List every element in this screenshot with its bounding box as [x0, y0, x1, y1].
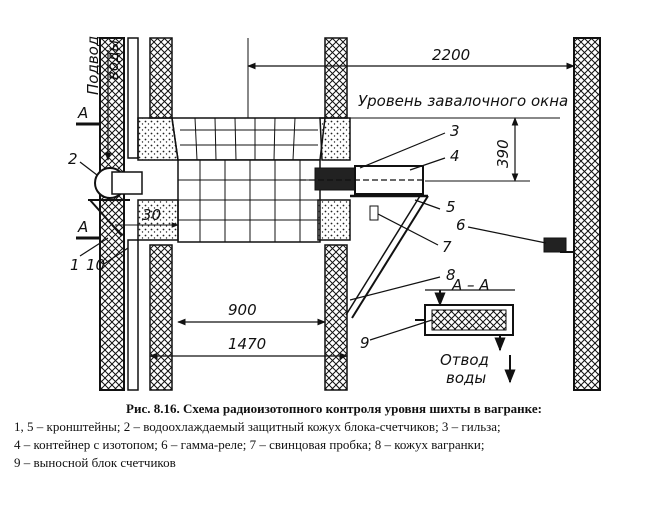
dim-900: 900 [228, 301, 257, 319]
caption-line-2: 4 – контейнер с изотопом; 6 – гамма-реле… [14, 437, 485, 452]
remote-counter-block [415, 289, 515, 352]
water-in-label-1: Подвод [84, 36, 102, 95]
gamma-relay [467, 226, 574, 253]
callout-4: 4 [450, 147, 460, 165]
cupola-diagram: Подвод воды Уровень завалочного окна 220… [68, 36, 601, 391]
dim-30: 30 [142, 206, 161, 224]
callout-10: 10 [86, 256, 105, 274]
callout-6: 6 [456, 216, 466, 234]
isotope-container [300, 165, 429, 319]
figure-caption: Рис. 8.16. Схема радиоизотопного контрол… [14, 400, 654, 472]
callout-1: 1 [70, 256, 80, 274]
section-markers [76, 50, 112, 246]
window-level-label: Уровень завалочного окна [358, 92, 568, 110]
dim-2200: 2200 [432, 46, 470, 64]
water-in-label-2: воды [104, 40, 122, 80]
dimension-lines [115, 38, 575, 360]
dim-1470: 1470 [228, 335, 266, 353]
counter-housing [88, 167, 143, 237]
section-a-top: А [77, 104, 88, 122]
callout-7: 7 [442, 238, 452, 256]
insulation-fill [137, 117, 351, 241]
left-walls [99, 37, 139, 391]
callout-2: 2 [68, 150, 78, 168]
callout-8: 8 [446, 266, 456, 284]
caption-line-1: 1, 5 – кронштейны; 2 – водоохлаждаемый з… [14, 419, 501, 434]
section-aa-label: А – А [451, 276, 490, 294]
dim-390: 390 [494, 139, 512, 168]
section-a-bottom: А [77, 218, 88, 236]
callout-leaders [79, 132, 446, 341]
callout-3: 3 [450, 122, 460, 140]
callout-5: 5 [446, 198, 456, 216]
callout-9: 9 [360, 334, 370, 352]
caption-line-3: 9 – выносной блок счетчиков [14, 455, 176, 470]
water-out-label-2: воды [446, 369, 486, 387]
water-out-label-1: Отвод [440, 351, 489, 369]
right-wall [573, 37, 601, 391]
caption-title: Рис. 8.16. Схема радиоизотопного контрол… [126, 401, 542, 416]
